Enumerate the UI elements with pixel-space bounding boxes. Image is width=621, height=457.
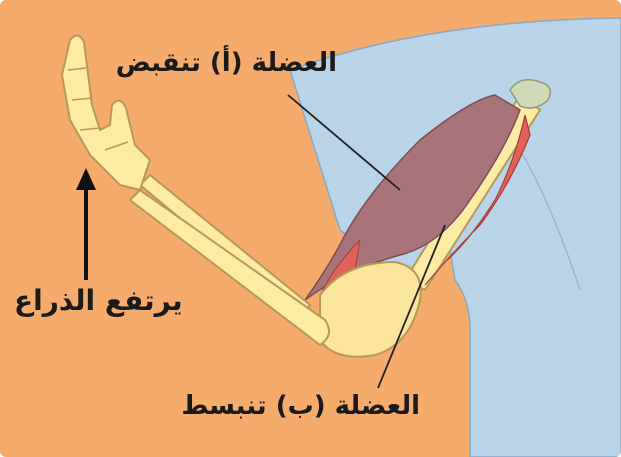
- muscle-b-label: العضلة (ب) تنبسط: [181, 393, 420, 419]
- muscle-a-label: العضلة (أ) تنقبض: [116, 50, 337, 76]
- ulna-bone: [130, 190, 329, 345]
- forearm-raise-label: يرتفع الذراع: [14, 287, 183, 315]
- raise-arrow-head: [76, 168, 96, 190]
